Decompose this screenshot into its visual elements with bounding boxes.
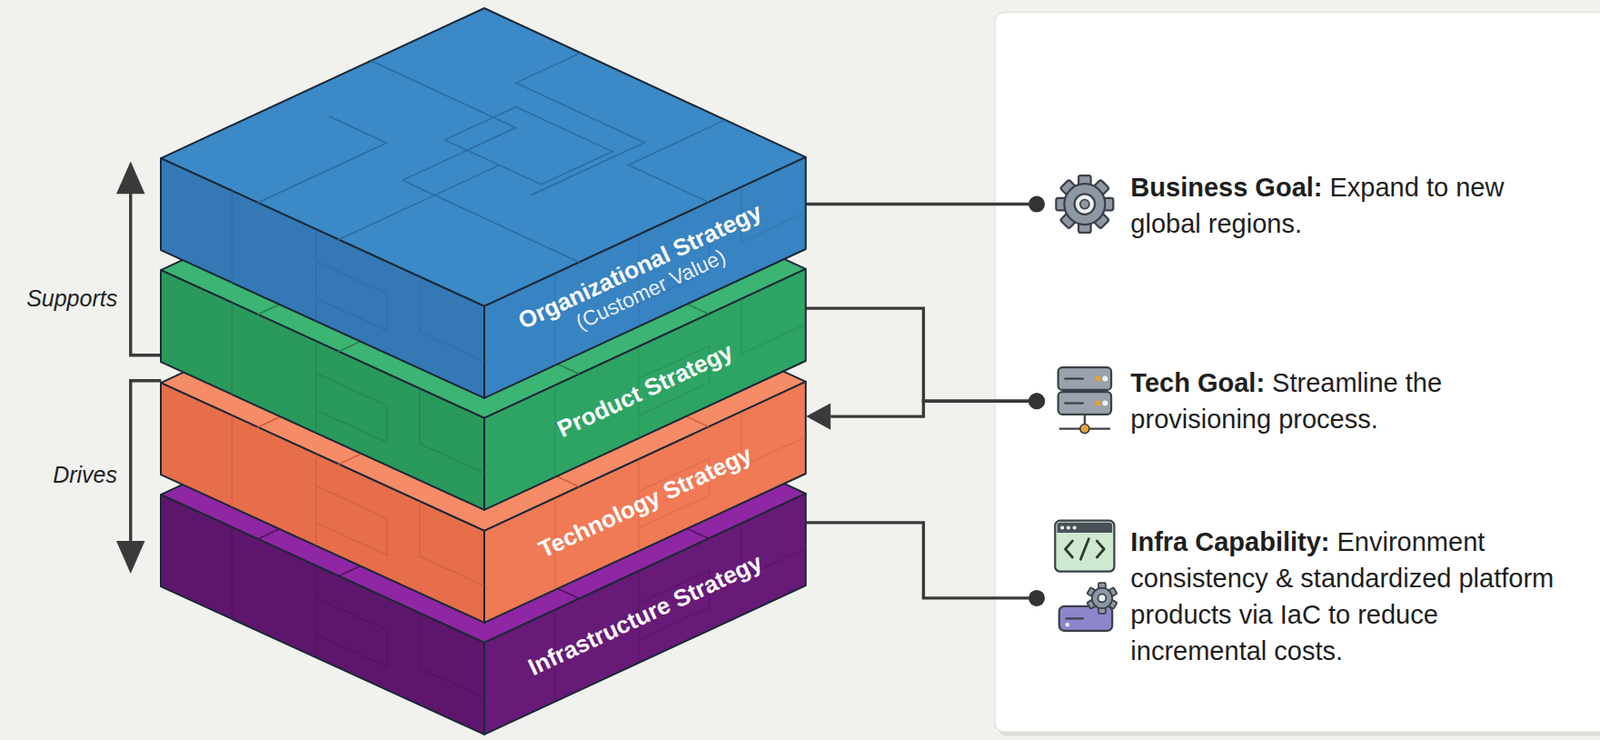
supports-arrow	[116, 160, 161, 355]
server-gear-icon-part	[1065, 616, 1084, 619]
connector-line	[805, 522, 1037, 598]
code-window-icon	[1054, 520, 1114, 572]
supports-arrow-part	[116, 160, 145, 194]
connector	[805, 308, 1045, 409]
connector-line	[805, 308, 1037, 401]
drives-arrow	[116, 380, 161, 574]
code-window-icon-part	[1060, 525, 1064, 529]
server-icon-part	[1058, 391, 1112, 415]
layer-slab	[160, 8, 806, 398]
strategy-layer: Organizational Strategy(Customer Value)	[160, 8, 806, 398]
server-icon-part	[1095, 376, 1102, 382]
server-icon-part	[1080, 424, 1090, 434]
goal-heading: Infra Capability:	[1130, 526, 1330, 557]
arrowhead	[805, 402, 831, 429]
supports-arrow-part	[130, 191, 162, 356]
connector	[805, 522, 1045, 607]
code-window-icon-part	[1054, 520, 1114, 572]
slab-left-face	[160, 495, 485, 736]
slab-pattern-line	[232, 526, 486, 735]
server-gear-icon-part-part	[1092, 587, 1113, 608]
server-icon	[1058, 367, 1112, 433]
server-icon-part	[1063, 401, 1084, 404]
server-icon-part	[1102, 400, 1108, 407]
gear-icon-part	[1055, 175, 1114, 233]
connector	[805, 196, 1045, 213]
connector-dot	[1028, 392, 1045, 409]
slab-right-face	[484, 493, 806, 735]
goal-item: Tech Goal:Streamline the provisioning pr…	[1036, 364, 1519, 438]
connector-line	[805, 202, 1037, 206]
server-icon-part	[1063, 377, 1084, 379]
server-icon-part	[1083, 414, 1086, 425]
connector	[805, 392, 1045, 429]
gear-icon-part	[1074, 193, 1095, 214]
code-window-icon-part	[1096, 540, 1104, 557]
drives-arrow-part	[130, 380, 162, 544]
connector-dot	[1028, 392, 1045, 409]
server-gear-icon-part	[1065, 622, 1070, 627]
server-gear-icon-part-part	[1097, 593, 1106, 602]
goal-heading: Tech Goal:	[1130, 367, 1265, 398]
goal-text: Infra Capability:Environment consistency…	[1130, 523, 1570, 669]
code-window-icon-part	[1065, 540, 1074, 557]
goal-item: Business Goal:Expand to new global regio…	[1036, 168, 1519, 242]
goal-text: Tech Goal:Streamline the provisioning pr…	[1130, 364, 1519, 438]
code-window-icon-part	[1057, 522, 1114, 533]
connector-dot	[1028, 196, 1045, 213]
code-window-icon-part	[1073, 525, 1077, 529]
connector-dot	[1028, 589, 1045, 607]
gear-icon	[1055, 175, 1114, 233]
server-icon-part	[1058, 367, 1112, 390]
slab-pattern	[232, 526, 486, 735]
gear-icon-part-part	[1063, 183, 1105, 225]
goal-text: Business Goal:Expand to new global regio…	[1130, 168, 1519, 242]
server-gear-icon-part	[1086, 582, 1117, 614]
goal-item: Infra Capability:Environment consistency…	[1036, 523, 1570, 669]
info-panel	[994, 11, 1600, 732]
direction-label: Drives	[52, 461, 118, 488]
server-icon-part	[1095, 400, 1102, 407]
connector-line	[830, 400, 1037, 417]
server-gear-icon-part	[1059, 606, 1113, 631]
code-window-icon-part	[1080, 538, 1089, 559]
server-gear-icon	[1059, 582, 1118, 631]
code-window-icon-part	[1066, 525, 1071, 529]
direction-label: Supports	[26, 285, 118, 312]
server-icon-part	[1102, 376, 1108, 382]
goal-heading: Business Goal:	[1130, 172, 1322, 202]
gear-icon-part	[1080, 198, 1090, 209]
drives-arrow-part	[116, 540, 145, 574]
